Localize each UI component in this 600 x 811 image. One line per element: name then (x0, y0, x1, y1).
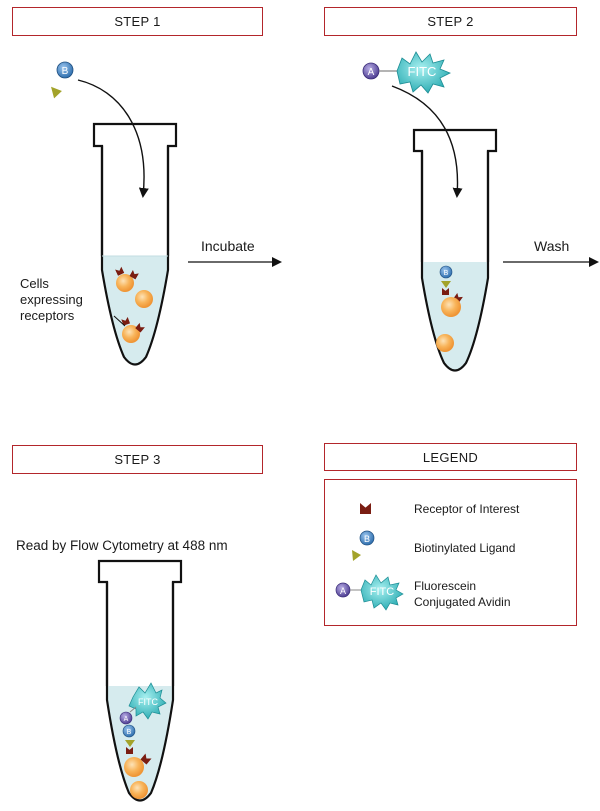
biotin-glyph-legend: B (364, 534, 370, 544)
step-1-add-arrow (77, 79, 149, 198)
legend-title: LEGEND (422, 449, 479, 465)
fitc-glyph-legend: FITC (370, 586, 394, 598)
fitc-avidin-step2: A FITC (362, 51, 451, 94)
avidin-glyph-step3: A (124, 716, 129, 723)
step-2-add-arrow (391, 85, 463, 198)
cells-label-line1: Cells (20, 276, 49, 291)
step-1-label: STEP 1 (114, 14, 161, 29)
legend-header: LEGEND (324, 443, 577, 471)
cells-label-line3: receptors (20, 308, 75, 323)
step-3-label: STEP 3 (114, 452, 161, 467)
legend-fitc-label-line1: Fluorescein (414, 579, 477, 593)
read-by-flow-label: Read by Flow Cytometry at 488 nm (16, 538, 228, 553)
cells-leader-line (113, 315, 126, 327)
biotinylated-ligand-icon: B (352, 530, 375, 561)
cells-label-line2: expressing (20, 292, 83, 307)
fitc-avidin-icon: A FITC (335, 574, 404, 611)
biotin-glyph: B (62, 66, 69, 77)
step-2-header: STEP 2 (324, 7, 577, 36)
legend-ligand-label: Biotinylated Ligand (414, 541, 516, 555)
fitc-glyph: FITC (408, 64, 437, 79)
step-2-bound-cell: B (436, 265, 463, 352)
wash-label: Wash (534, 238, 570, 254)
fitc-glyph-step3: FITC (138, 697, 158, 707)
step-3-tube (97, 559, 183, 802)
step-1-header: STEP 1 (12, 7, 263, 36)
legend-receptor-label: Receptor of Interest (414, 502, 520, 516)
avidin-glyph: A (368, 67, 375, 78)
step-2-tube (412, 128, 498, 372)
step-3-complex: FITC A B (119, 682, 167, 799)
incubate-label: Incubate (201, 238, 255, 254)
legend-fitc-label-line2: Conjugated Avidin (414, 595, 511, 609)
receptor-icon (360, 503, 371, 514)
biotin-glyph-step3: B (127, 729, 132, 736)
biotin-glyph-small: B (444, 270, 449, 277)
avidin-glyph-legend: A (340, 586, 346, 596)
step-1-tube (92, 122, 178, 366)
biotinylated-ligand-step1: B (51, 61, 74, 99)
step-3-header: STEP 3 (12, 445, 263, 474)
step-1-cells (116, 274, 153, 343)
step-2-label: STEP 2 (427, 14, 474, 29)
